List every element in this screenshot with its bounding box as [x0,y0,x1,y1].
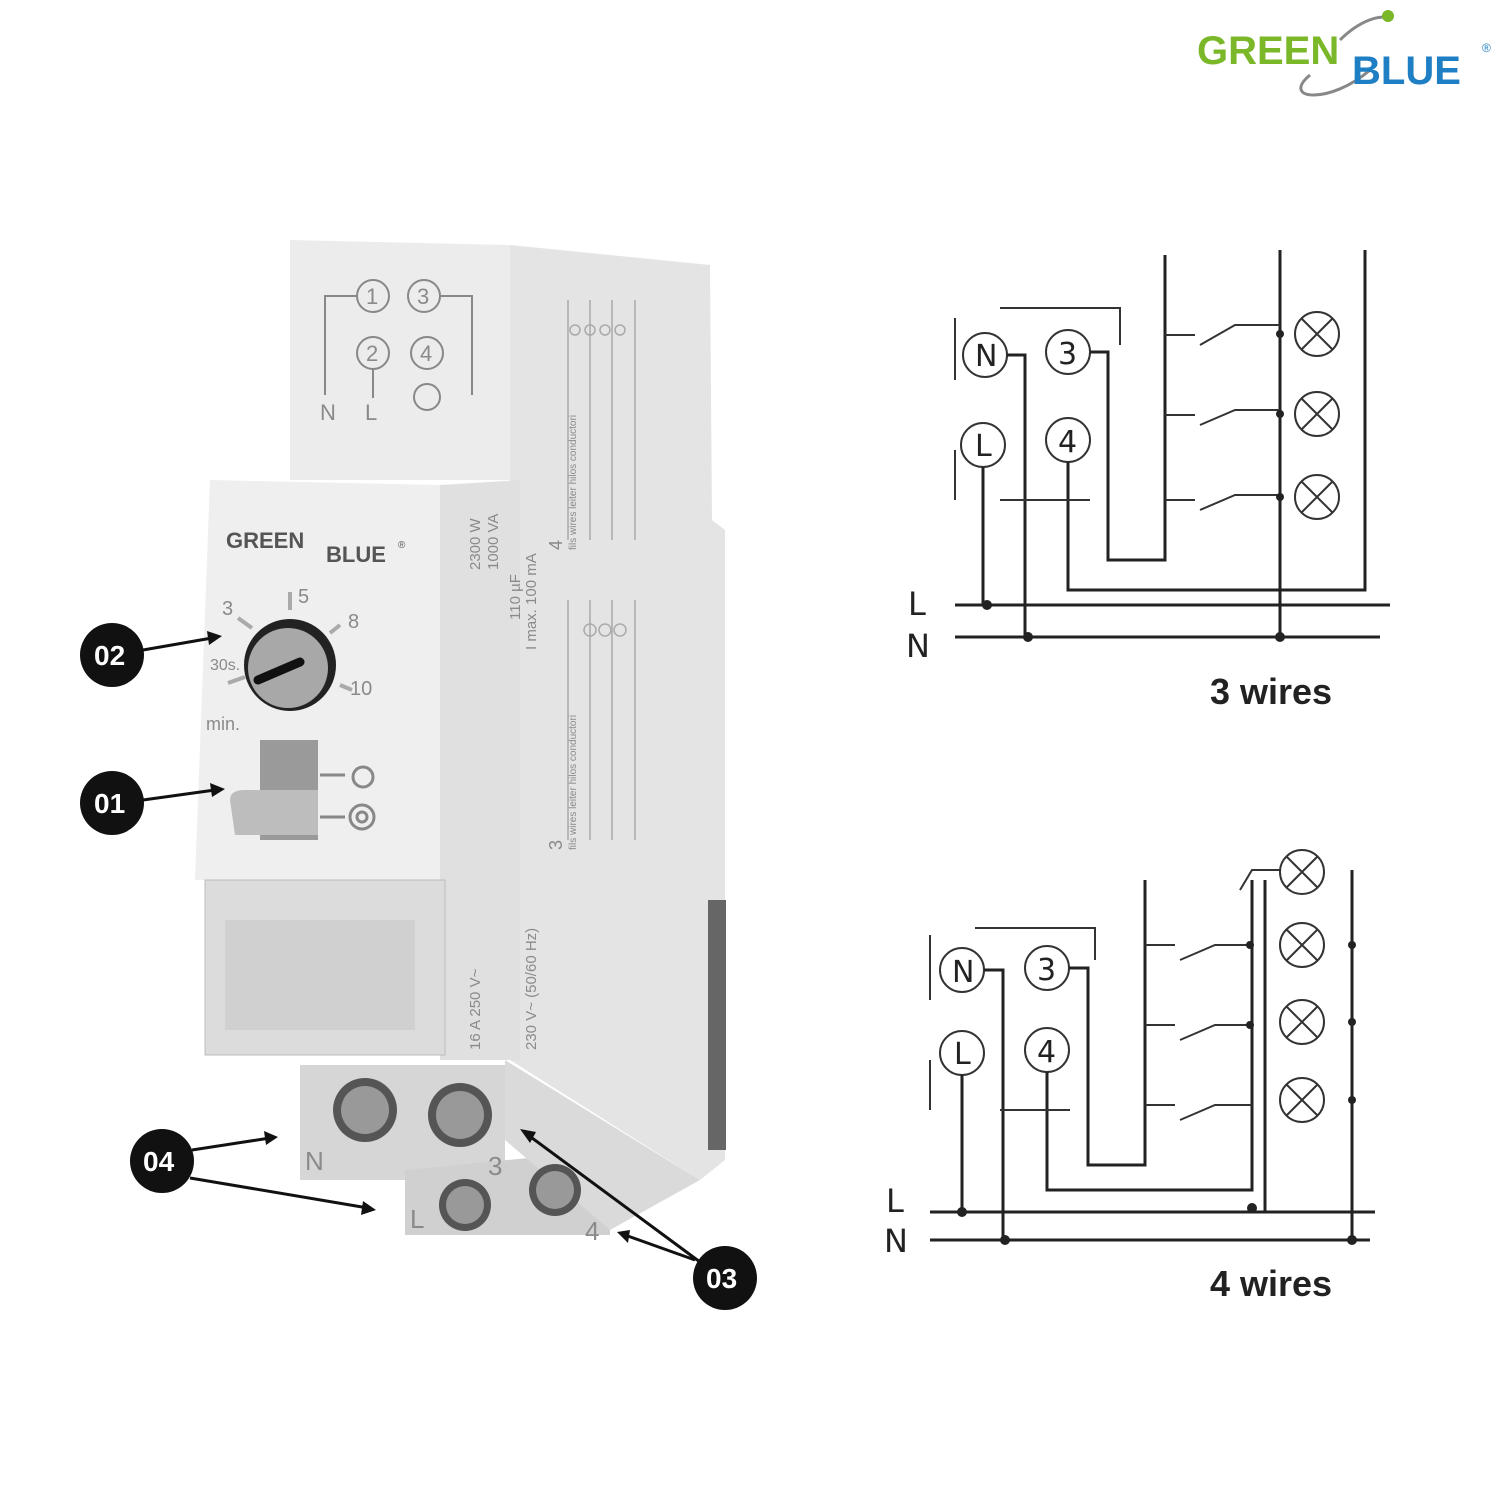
callout-04: 04 [130,1129,376,1215]
terminal-n: N [952,955,974,990]
diagram-3-wires: N 3 L 4 L N 3 wires [906,250,1390,712]
side-label-3: 3 [546,840,566,850]
dial-tick-5: 5 [298,586,309,608]
timer-device: N 3 L 4 1 3 2 4 N L GREEN BLUE ® [195,240,726,1246]
rating-capacitance: 110 µF [507,574,524,620]
callout-01: 01 [80,771,225,835]
caption-3-wires: 3 wires [1210,671,1332,712]
time-dial[interactable] [244,619,336,711]
svg-text:04: 04 [143,1146,175,1177]
bus-l: L [886,1182,904,1220]
bus-l: L [908,585,926,623]
caption-4-wires: 4 wires [1210,1263,1332,1304]
terminal-screws [333,1078,581,1231]
terminal-4: 4 [1058,425,1077,460]
dial-unit: min. [206,714,240,734]
diagram-4-wires: N 3 L 4 L N 4 wires [884,849,1375,1304]
logo-reg: ® [1482,41,1491,55]
terminal-3: 3 [488,1151,502,1181]
terminal-l: L [975,429,992,464]
greenblue-logo: GREEN BLUE ® [1197,10,1491,97]
terminal-4: 4 [1037,1035,1056,1070]
logo-blue-text: BLUE [1352,49,1461,93]
device-brand-reg: ® [398,540,406,551]
dial-tick-30s: 30s. [210,657,240,674]
terminal-n: N [305,1146,324,1176]
terminal-4: 4 [585,1216,599,1246]
top-terminal-3: 3 [417,284,429,309]
device-brand-green: GREEN [226,528,304,553]
logo-green-text: GREEN [1197,29,1339,73]
dial-tick-3: 3 [222,598,233,620]
terminal-l: L [410,1204,424,1234]
rating-current: 16 A 250 V~ [467,968,484,1050]
rating-voltage: 230 V~ (50/60 Hz) [523,928,540,1050]
side-label-4-words: fils wires leiter hilos conductori [568,415,579,550]
side-label-3-words: fils wires leiter hilos conductori [568,715,579,850]
device-brand-blue: BLUE [326,542,386,567]
svg-text:02: 02 [94,640,125,671]
terminal-3: 3 [1037,953,1056,988]
callout-03: 03 [520,1129,757,1310]
top-label-n: N [320,400,336,425]
callout-02: 02 [80,623,222,687]
top-terminal-1: 1 [366,284,378,309]
rating-watts: 2300 W [467,517,484,570]
svg-text:03: 03 [706,1263,737,1294]
side-label-4: 4 [546,540,566,550]
lamp-on-icon [320,765,375,789]
rating-max-current: I max. 100 mA [523,553,540,650]
top-terminal-2: 2 [366,341,378,366]
top-label-l: L [365,400,377,425]
bus-n: N [884,1222,908,1260]
auto-icon [320,803,376,831]
svg-text:01: 01 [94,788,125,819]
dial-tick-10: 10 [350,678,372,700]
terminal-l: L [954,1037,971,1072]
top-terminal-4: 4 [420,341,432,366]
mode-switch[interactable] [230,740,318,840]
side-wiring-sketch [567,300,636,840]
rating-va: 1000 VA [485,514,502,570]
terminal-n: N [975,339,997,374]
bus-n: N [906,627,930,665]
dial-tick-8: 8 [348,611,359,633]
terminal-3: 3 [1058,337,1077,372]
